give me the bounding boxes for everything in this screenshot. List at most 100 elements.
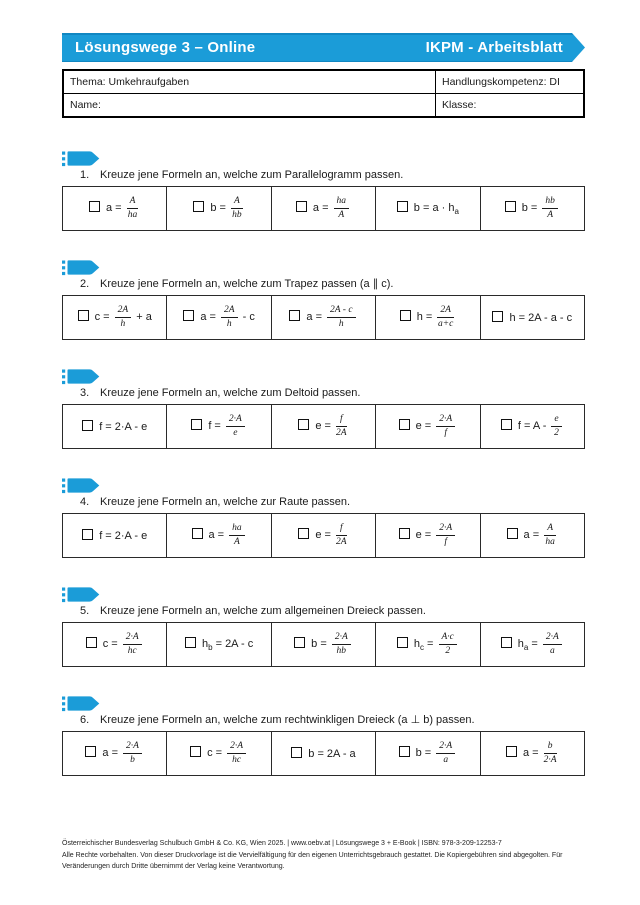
formula-checkbox[interactable]	[291, 747, 303, 758]
fraction-denominator: a	[443, 755, 449, 765]
fraction-denominator: h	[120, 319, 126, 329]
formula-checkbox[interactable]	[500, 637, 512, 649]
footer-line-1: Österreichischer Bundesverlag Schulbuch …	[62, 840, 502, 847]
question-text: Kreuze jene Formeln an, welche zum Paral…	[100, 169, 404, 181]
formula-checkbox[interactable]	[396, 200, 408, 212]
fraction-numerator: 2A	[114, 305, 132, 318]
formula-text: h = 2A - a - c	[509, 312, 573, 324]
formula-cell: b = a · ha	[375, 186, 481, 231]
thema-cell: Thema: Umkehraufgaben	[62, 69, 436, 94]
fraction-numerator: ha	[229, 523, 245, 536]
question-number: 4.	[80, 496, 90, 508]
fraction-denominator: f	[444, 428, 447, 438]
formula-checkbox[interactable]	[398, 528, 410, 540]
formula-subscript: a	[523, 643, 529, 653]
fraction-numerator: A	[126, 196, 139, 209]
fraction-numerator: A	[231, 196, 243, 209]
fraction-numerator: 2·A	[225, 414, 245, 427]
info-row-name: Name: Klasse:	[62, 93, 585, 118]
formula-checkbox[interactable]	[298, 528, 310, 540]
formula-text: b =	[415, 747, 435, 760]
formula-checkbox[interactable]	[82, 420, 94, 431]
fraction-denominator: f	[444, 537, 447, 547]
formula-checkbox[interactable]	[505, 746, 517, 758]
question-number: 5.	[80, 605, 90, 617]
fraction-numerator: b	[543, 741, 557, 754]
formula-checkbox[interactable]	[298, 419, 310, 431]
formula-checkbox[interactable]	[190, 746, 202, 758]
questions-container: 1.Kreuze jene Formeln an, welche zum Par…	[61, 151, 586, 776]
fraction-denominator: 2·A	[543, 755, 557, 765]
fraction-numerator: 2·A	[436, 741, 456, 754]
formula-checkbox[interactable]	[289, 310, 301, 322]
formula-cell: f = 2·A - e	[61, 404, 168, 449]
question-block: 5.Kreuze jene Formeln an, welche zum all…	[61, 587, 586, 667]
formula-subscript: b	[208, 643, 213, 653]
formula-checkbox[interactable]	[88, 201, 100, 213]
formula-text: c =	[207, 747, 226, 760]
fraction-denominator: hc	[127, 646, 137, 656]
worksheet-type-label: IKPM - Arbeitsblatt	[425, 39, 563, 56]
formula-checkbox[interactable]	[191, 419, 203, 431]
formula-cell: h = 2A - a - c	[479, 295, 586, 340]
fraction-denominator: a	[549, 646, 555, 656]
question-block: 1.Kreuze jene Formeln an, welche zum Par…	[61, 151, 586, 231]
formula-checkbox[interactable]	[398, 419, 410, 431]
formula-checkbox[interactable]	[506, 528, 518, 540]
formula-checkbox[interactable]	[500, 419, 512, 431]
fraction-numerator: 2·A	[122, 632, 142, 645]
fraction-numerator: f	[336, 414, 347, 427]
formula-checkbox[interactable]	[191, 528, 203, 540]
footer-imprint: Österreichischer Bundesverlag Schulbuch …	[62, 838, 590, 873]
formula-checkbox[interactable]	[193, 201, 205, 213]
pencil-icon	[62, 478, 585, 494]
fraction-numerator: e	[551, 414, 562, 427]
formula-checkbox[interactable]	[77, 310, 89, 322]
formula-checkbox[interactable]	[85, 637, 97, 649]
question-text: Kreuze jene Formeln an, welche zum Trape…	[100, 278, 394, 290]
question-block: 2.Kreuze jene Formeln an, welche zum Tra…	[61, 260, 586, 340]
formula-checkbox[interactable]	[85, 746, 97, 758]
formula-text: e =	[415, 529, 435, 542]
formula-checkbox[interactable]	[294, 637, 306, 649]
formula-checkbox[interactable]	[183, 310, 195, 322]
formula-text: c =	[94, 311, 113, 324]
formula-subscript: c	[419, 643, 424, 653]
formula-checkbox[interactable]	[399, 310, 411, 322]
formula-checkbox[interactable]	[398, 746, 410, 758]
formula-checkbox[interactable]	[396, 637, 408, 649]
formula-text: e =	[315, 420, 335, 433]
formula-checkbox[interactable]	[184, 636, 196, 648]
name-field[interactable]: Name:	[62, 93, 436, 118]
formula-checkbox[interactable]	[504, 201, 516, 213]
pencil-icon	[62, 151, 585, 167]
formula-checkbox[interactable]	[82, 529, 94, 540]
klasse-field[interactable]: Klasse:	[435, 93, 585, 118]
formula-text: a =	[208, 529, 228, 542]
formula-text: a =	[522, 747, 542, 760]
pencil-icon	[62, 696, 585, 712]
formula-checkbox[interactable]	[295, 201, 307, 213]
fraction-denominator: hb	[232, 210, 242, 220]
formula-checkbox[interactable]	[492, 311, 504, 322]
